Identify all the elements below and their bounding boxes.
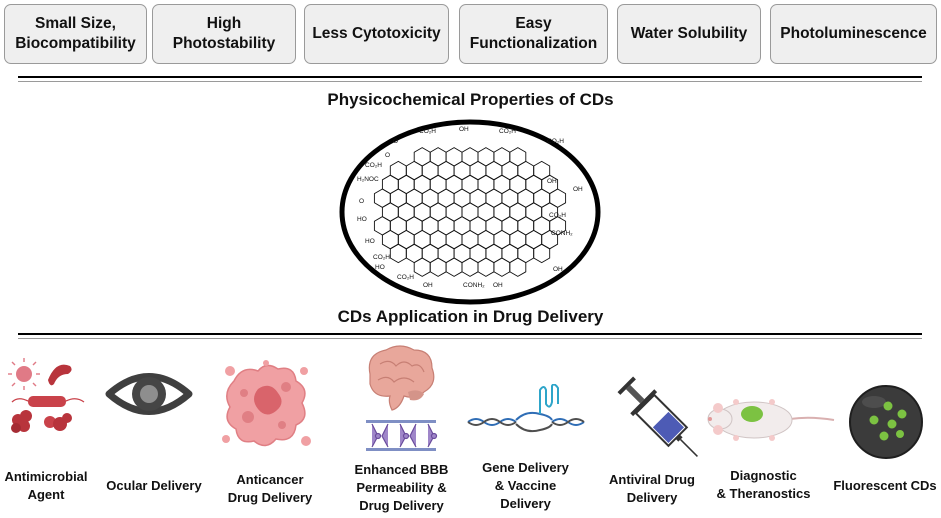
property-box-water-solubility: Water Solubility xyxy=(617,4,761,64)
functional-group-label: H₂NOC xyxy=(357,176,379,183)
functional-group-label: CO₂H xyxy=(419,128,436,135)
functional-group-label: CO₂H xyxy=(547,138,564,145)
property-box-size-biocompatibility: Small Size, Biocompatibility xyxy=(4,4,147,64)
functional-group-label: O xyxy=(359,198,364,205)
fluorescent-dot-icon xyxy=(849,385,923,459)
functional-group-label: OH xyxy=(423,282,433,289)
functional-group-label: CO₂H xyxy=(373,254,390,261)
bacteria-icon xyxy=(8,358,85,433)
property-box-photostability: High Photostability xyxy=(152,4,296,64)
divider-top-shadow xyxy=(18,81,922,82)
functional-group-label: CONH₂ xyxy=(551,230,573,237)
functional-group-label: OH xyxy=(459,126,469,133)
dna-icon xyxy=(467,384,585,433)
functional-group-label: OH xyxy=(493,282,503,289)
app-label-gene: Gene Delivery & Vaccine Delivery xyxy=(482,460,569,511)
graphene-lattice xyxy=(373,147,567,277)
functional-group-label: CONH₂ xyxy=(463,282,485,289)
functional-group-label: CO₂H xyxy=(549,212,566,219)
app-label-antimicrobial: Antimicrobial Agent xyxy=(4,469,88,502)
app-label-ocular: Ocular Delivery xyxy=(106,478,202,493)
lattice-hexagon xyxy=(533,243,551,264)
app-label-bbb: Enhanced BBB Permeability & Drug Deliver… xyxy=(354,462,449,513)
functional-group-label: CO₂H xyxy=(397,274,414,281)
divider-bottom xyxy=(18,333,922,335)
properties-heading: Physicochemical Properties of CDs xyxy=(327,90,614,109)
property-box-cytotoxicity: Less Cytotoxicity xyxy=(304,4,449,64)
cancer-cell-icon xyxy=(222,360,311,447)
divider-top xyxy=(18,76,922,78)
eye-icon xyxy=(105,373,193,415)
functional-group-label: OH xyxy=(553,266,563,273)
brain-icon xyxy=(366,345,438,451)
applications-heading: CDs Application in Drug Delivery xyxy=(337,307,604,326)
functional-group-label: HO xyxy=(357,216,367,223)
functional-group-label: O xyxy=(393,138,398,145)
functional-group-label: HO xyxy=(375,264,385,271)
property-box-photoluminescence: Photoluminescence xyxy=(770,4,937,64)
functional-group-label: HO xyxy=(365,238,375,245)
app-label-antiviral: Antiviral Drug Delivery xyxy=(609,472,695,505)
mouse-icon xyxy=(707,399,835,441)
functional-group-label: CO₂H xyxy=(365,162,382,169)
divider-bottom-shadow xyxy=(18,338,922,339)
functional-group-label: OH xyxy=(573,186,583,193)
app-label-fluorescent: Fluorescent CDs xyxy=(833,478,937,493)
syringe-icon xyxy=(617,376,698,457)
property-box-functionalization: Easy Functionalization xyxy=(459,4,608,64)
lattice-hexagon xyxy=(509,257,527,277)
properties-row: Small Size, Biocompatibility High Photos… xyxy=(0,4,941,68)
functional-group-label: OH xyxy=(547,178,557,185)
functional-group-label: O xyxy=(385,152,390,159)
app-label-diagnostic: Diagnostic & Theranostics xyxy=(716,468,811,501)
functional-group-label: CO₂H xyxy=(499,128,516,135)
app-label-anticancer: Anticancer Drug Delivery xyxy=(227,472,313,505)
